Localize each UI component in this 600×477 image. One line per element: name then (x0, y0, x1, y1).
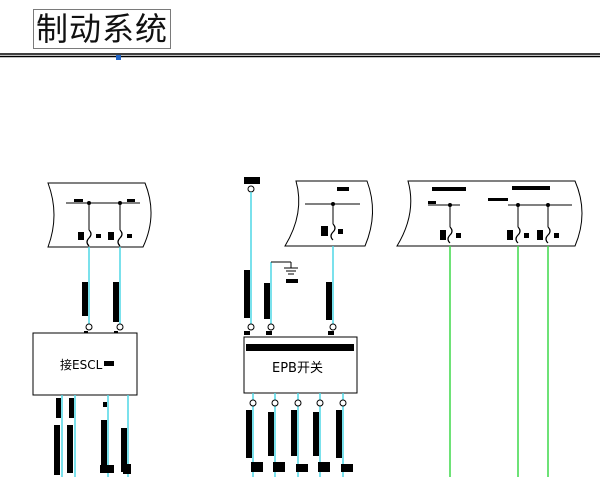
ground-branch (264, 261, 298, 331)
left-wires-top (82, 247, 124, 335)
left-fuse-box (47, 182, 152, 248)
page-title: 制动系统 (33, 9, 172, 49)
right-fuse-box (396, 180, 583, 247)
middle-fuse-feed (244, 246, 337, 335)
epb-switch-module: EPB开关 (243, 336, 358, 394)
middle-wires-bottom (246, 393, 353, 477)
epb-switch-label: EPB开关 (272, 361, 323, 376)
middle-fuse-box (284, 180, 374, 247)
battery-feed (244, 177, 260, 331)
header-divider (0, 53, 600, 60)
escl-module: 接ESCL (32, 332, 138, 396)
left-wires-bottom (54, 395, 131, 477)
right-wires-green (449, 246, 549, 477)
escl-module-label: 接ESCL (60, 357, 103, 372)
